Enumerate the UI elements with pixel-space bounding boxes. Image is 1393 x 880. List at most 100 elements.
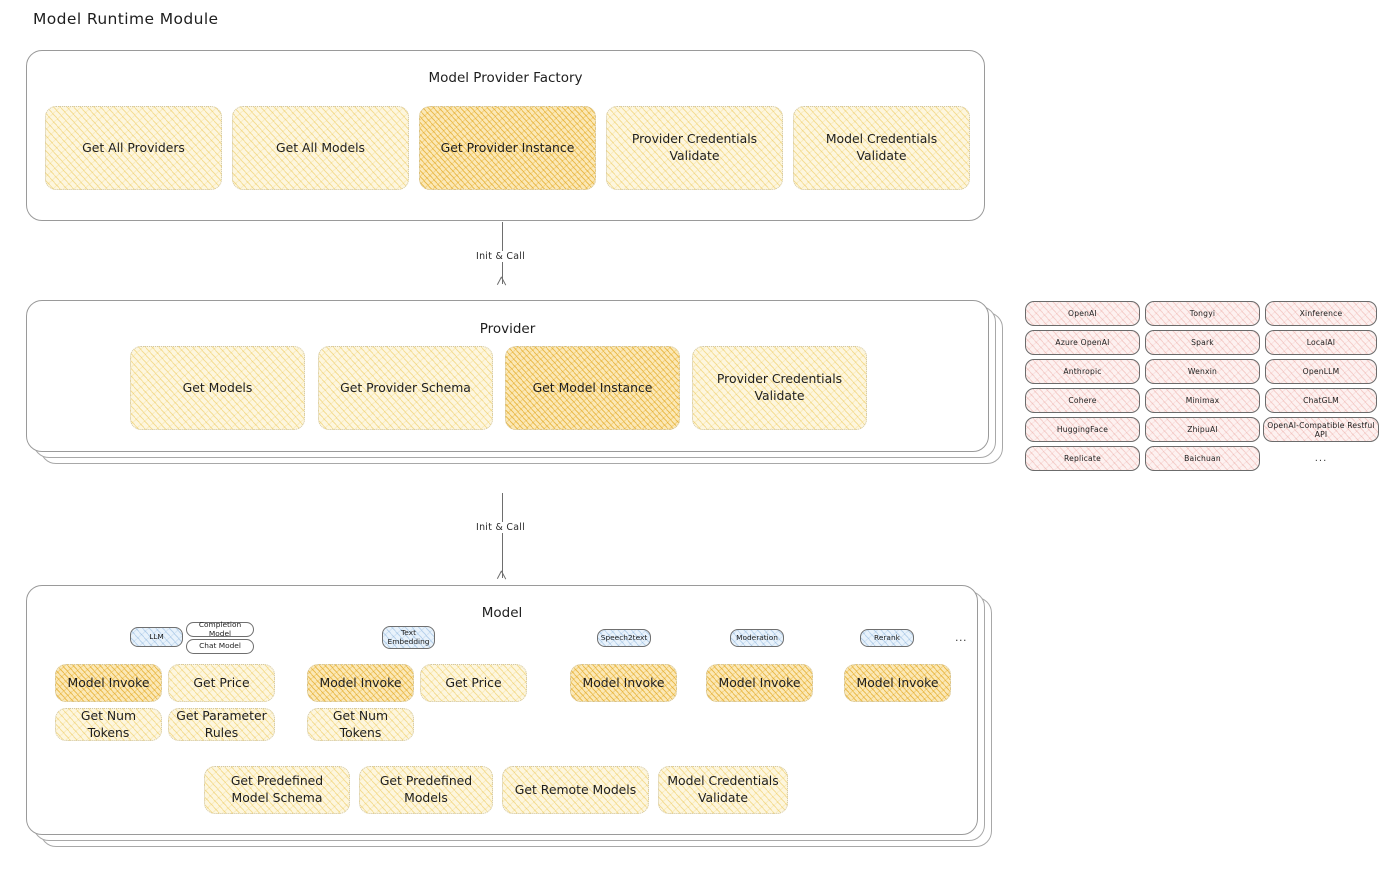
model-provider-factory-title: Model Provider Factory bbox=[428, 70, 583, 86]
text-embedding-method-get-price[interactable]: Get Price bbox=[420, 664, 527, 702]
provider-chip-azure-openai[interactable]: Azure OpenAI bbox=[1025, 330, 1140, 355]
provider-method-label: Provider Credentials Validate bbox=[716, 371, 843, 403]
model-common-method-get-remote-models[interactable]: Get Remote Models bbox=[502, 766, 649, 814]
model-subtype-badge-label: Completion Model bbox=[198, 619, 242, 638]
factory-method-label: Provider Credentials Validate bbox=[631, 131, 758, 163]
provider-chip-label: OpenAI bbox=[1068, 309, 1097, 318]
provider-chip-cohere[interactable]: Cohere bbox=[1025, 388, 1140, 413]
model-type-badge-text-embedding[interactable]: Text Embedding bbox=[382, 626, 435, 649]
model-common-method-get-predefined-model-schema[interactable]: Get Predefined Model Schema bbox=[204, 766, 350, 814]
provider-chip-baichuan[interactable]: Baichuan bbox=[1145, 446, 1260, 471]
provider-chip-label: Replicate bbox=[1064, 454, 1101, 463]
arrow-provider-to-model-label: Init & Call bbox=[473, 522, 529, 533]
factory-method-get-all-models[interactable]: Get All Models bbox=[232, 106, 409, 190]
model-subtype-badge-completion-model[interactable]: Completion Model bbox=[186, 619, 254, 638]
factory-method-label: Get All Models bbox=[276, 139, 365, 155]
speech2text-method-model-invoke[interactable]: Model Invoke bbox=[570, 664, 677, 702]
model-type-badge-label: Speech2text bbox=[600, 632, 648, 642]
provider-container: Provider Get Models Get Provider Schema … bbox=[26, 300, 989, 452]
model-container: Model LLM Completion Model Chat Model Mo… bbox=[26, 585, 978, 835]
provider-chip-label: ChatGLM bbox=[1303, 396, 1339, 405]
provider-chip-tongyi[interactable]: Tongyi bbox=[1145, 301, 1260, 326]
model-common-method-label: Get Predefined Models bbox=[379, 773, 473, 805]
provider-method-label: Get Model Instance bbox=[532, 379, 653, 395]
moderation-method-model-invoke[interactable]: Model Invoke bbox=[706, 664, 813, 702]
provider-chip-label: Cohere bbox=[1068, 396, 1097, 405]
provider-chip-label: LocalAI bbox=[1306, 338, 1336, 347]
moderation-method-label: Model Invoke bbox=[718, 674, 801, 690]
provider-chip-anthropic[interactable]: Anthropic bbox=[1025, 359, 1140, 384]
model-title: Model bbox=[481, 605, 523, 621]
model-type-badge-label: Rerank bbox=[874, 632, 900, 642]
factory-method-get-all-providers[interactable]: Get All Providers bbox=[45, 106, 222, 190]
model-type-badge-llm[interactable]: LLM bbox=[130, 627, 183, 647]
llm-method-model-invoke[interactable]: Model Invoke bbox=[55, 664, 162, 702]
llm-method-label: Get Price bbox=[193, 674, 250, 690]
provider-chip-localai[interactable]: LocalAI bbox=[1265, 330, 1377, 355]
model-type-badge-label: LLM bbox=[149, 631, 164, 641]
factory-method-provider-credentials-validate[interactable]: Provider Credentials Validate bbox=[606, 106, 783, 190]
factory-method-label: Get All Providers bbox=[82, 139, 185, 155]
provider-list-ellipsis: ... bbox=[1314, 453, 1328, 464]
provider-method-get-models[interactable]: Get Models bbox=[130, 346, 305, 430]
model-common-method-label: Model Credentials Validate bbox=[667, 773, 779, 805]
model-common-method-label: Get Predefined Model Schema bbox=[230, 773, 324, 805]
text-embedding-method-get-num-tokens[interactable]: Get Num Tokens bbox=[307, 708, 414, 741]
model-type-badge-rerank[interactable]: Rerank bbox=[860, 629, 914, 647]
text-embedding-method-model-invoke[interactable]: Model Invoke bbox=[307, 664, 414, 702]
model-types-ellipsis: ... bbox=[955, 631, 967, 644]
provider-chip-xinference[interactable]: Xinference bbox=[1265, 301, 1377, 326]
arrow-provider-to-model-line bbox=[502, 493, 503, 578]
provider-method-get-provider-schema[interactable]: Get Provider Schema bbox=[318, 346, 493, 430]
speech2text-method-label: Model Invoke bbox=[582, 674, 665, 690]
text-embedding-method-label: Get Price bbox=[445, 674, 502, 690]
llm-method-get-parameter-rules[interactable]: Get Parameter Rules bbox=[168, 708, 275, 741]
provider-chip-wenxin[interactable]: Wenxin bbox=[1145, 359, 1260, 384]
text-embedding-method-label: Get Num Tokens bbox=[332, 707, 389, 740]
model-provider-factory-container: Model Provider Factory Get All Providers… bbox=[26, 50, 985, 221]
provider-chip-replicate[interactable]: Replicate bbox=[1025, 446, 1140, 471]
provider-chip-label: OpenAI-Compatible Restful API bbox=[1267, 420, 1375, 439]
provider-chip-zhipuai[interactable]: ZhipuAI bbox=[1145, 417, 1260, 442]
llm-method-label: Get Parameter Rules bbox=[176, 707, 267, 740]
llm-method-label: Model Invoke bbox=[67, 674, 150, 690]
provider-chip-label: Minimax bbox=[1185, 396, 1220, 405]
model-common-method-model-credentials-validate[interactable]: Model Credentials Validate bbox=[658, 766, 788, 814]
model-type-badge-label: Text Embedding bbox=[387, 627, 430, 646]
provider-chip-label: Baichuan bbox=[1184, 454, 1221, 463]
provider-chip-openllm[interactable]: OpenLLM bbox=[1265, 359, 1377, 384]
provider-chip-minimax[interactable]: Minimax bbox=[1145, 388, 1260, 413]
model-type-badge-label: Moderation bbox=[736, 632, 778, 642]
provider-chip-label: Wenxin bbox=[1187, 367, 1218, 376]
model-subtype-badge-chat-model[interactable]: Chat Model bbox=[186, 639, 254, 654]
llm-method-get-num-tokens[interactable]: Get Num Tokens bbox=[55, 708, 162, 741]
rerank-method-label: Model Invoke bbox=[856, 674, 939, 690]
provider-method-get-model-instance[interactable]: Get Model Instance bbox=[505, 346, 680, 430]
llm-method-label: Get Num Tokens bbox=[80, 707, 137, 740]
provider-title: Provider bbox=[479, 321, 536, 337]
factory-method-label: Get Provider Instance bbox=[440, 139, 575, 155]
factory-method-get-provider-instance[interactable]: Get Provider Instance bbox=[419, 106, 596, 190]
provider-chip-label: Azure OpenAI bbox=[1055, 338, 1110, 347]
text-embedding-method-label: Model Invoke bbox=[319, 674, 402, 690]
llm-method-get-price[interactable]: Get Price bbox=[168, 664, 275, 702]
model-type-badge-speech2text[interactable]: Speech2text bbox=[597, 629, 651, 647]
provider-chip-openai[interactable]: OpenAI bbox=[1025, 301, 1140, 326]
provider-chip-label: Spark bbox=[1191, 338, 1214, 347]
model-type-badge-moderation[interactable]: Moderation bbox=[730, 629, 784, 647]
model-subtype-badge-label: Chat Model bbox=[199, 641, 241, 651]
rerank-method-model-invoke[interactable]: Model Invoke bbox=[844, 664, 951, 702]
provider-chip-label: ZhipuAI bbox=[1187, 425, 1218, 434]
provider-method-provider-credentials-validate[interactable]: Provider Credentials Validate bbox=[692, 346, 867, 430]
provider-chip-label: OpenLLM bbox=[1302, 367, 1340, 376]
page-title: Model Runtime Module bbox=[33, 10, 219, 28]
arrow-factory-to-provider-label: Init & Call bbox=[473, 251, 529, 262]
provider-chip-chatglm[interactable]: ChatGLM bbox=[1265, 388, 1377, 413]
provider-chip-spark[interactable]: Spark bbox=[1145, 330, 1260, 355]
factory-method-model-credentials-validate[interactable]: Model Credentials Validate bbox=[793, 106, 970, 190]
provider-chip-openai-compatible-restful-api[interactable]: OpenAI-Compatible Restful API bbox=[1263, 417, 1379, 442]
model-common-method-get-predefined-models[interactable]: Get Predefined Models bbox=[359, 766, 493, 814]
provider-chip-huggingface[interactable]: HuggingFace bbox=[1025, 417, 1140, 442]
provider-chip-label: Xinference bbox=[1299, 309, 1343, 318]
provider-chip-label: HuggingFace bbox=[1056, 425, 1109, 434]
